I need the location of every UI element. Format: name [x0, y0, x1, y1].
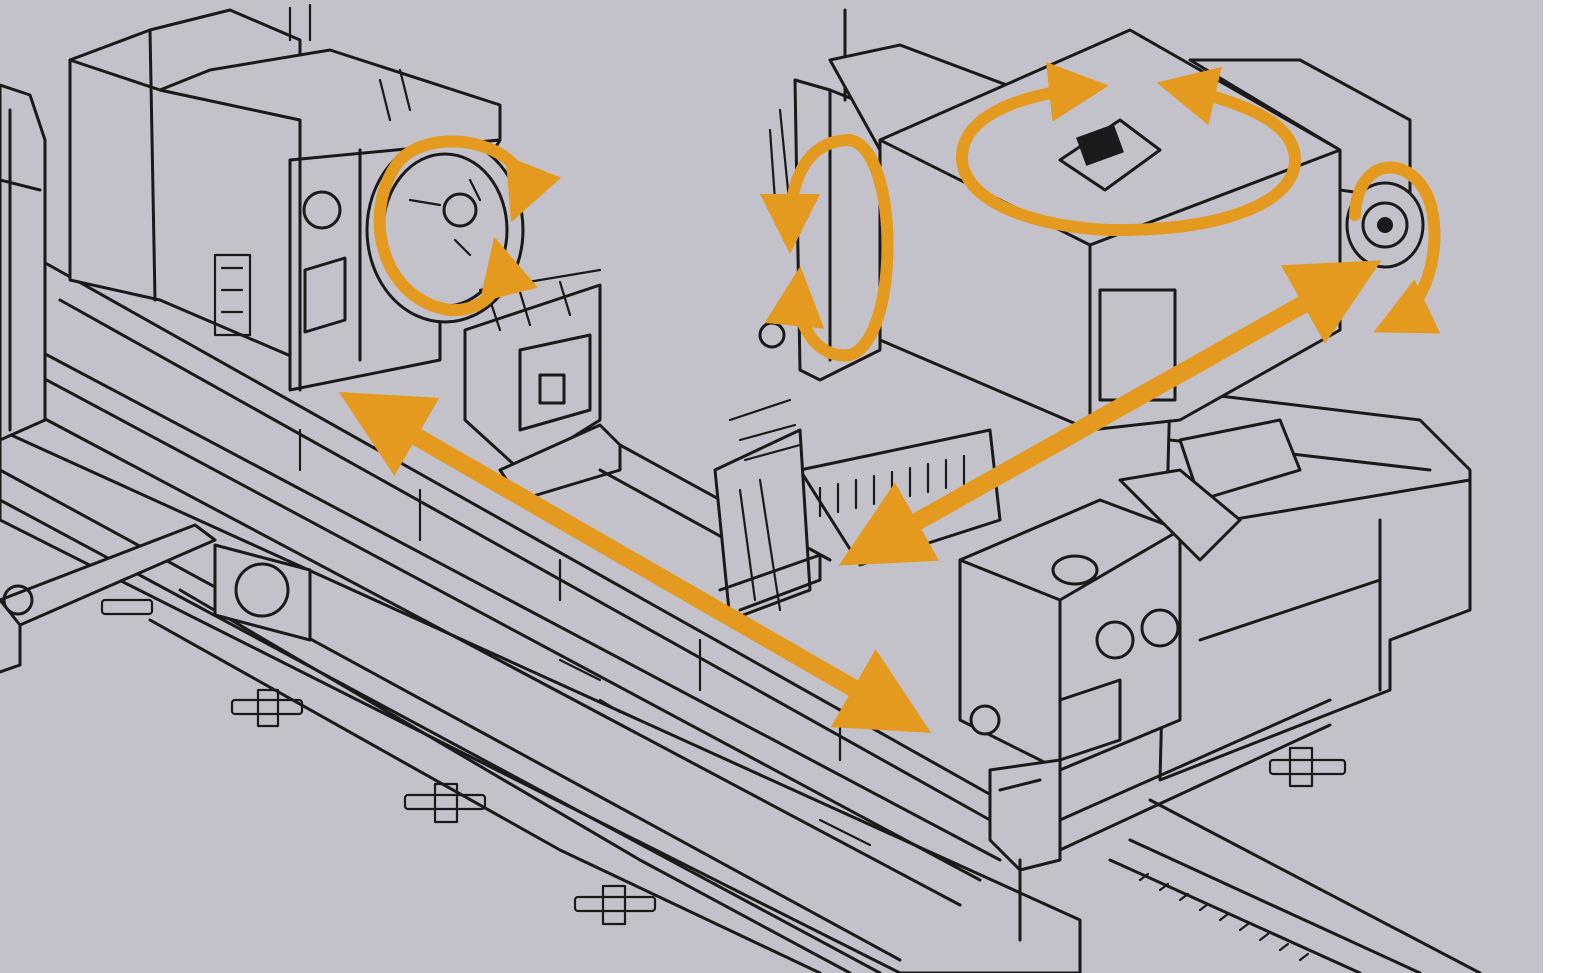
turret-rotation-arrow	[956, 61, 1302, 237]
page-edge-strip	[1543, 0, 1585, 973]
tool-post	[713, 398, 822, 622]
left-edge-part	[0, 83, 47, 442]
spindle-rotation-arrow	[1349, 161, 1441, 334]
headstock	[68, 3, 525, 392]
motion-arrows	[338, 61, 1441, 733]
tool-rotation-arrow	[760, 133, 894, 362]
headstock-rotation-arrow	[373, 135, 562, 317]
cross-travel-arrow	[838, 260, 1382, 566]
longitudinal-travel-arrow	[338, 392, 932, 733]
